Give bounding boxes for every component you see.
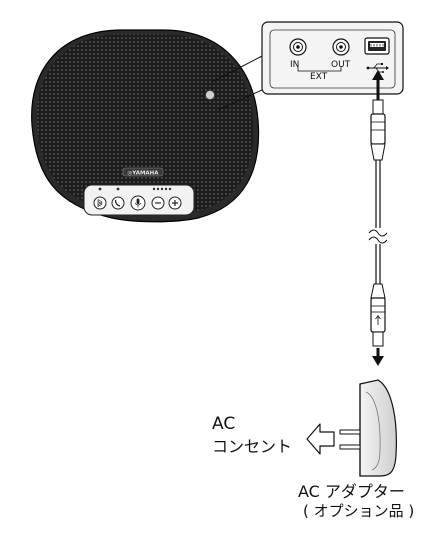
volume-led-5	[169, 188, 171, 190]
call-button[interactable]	[112, 197, 124, 209]
speakerphone: ◎YAMAHA	[32, 30, 259, 222]
adapter-prong-lower	[340, 445, 360, 449]
usb-plug-top	[373, 100, 383, 114]
ext-out-label: OUT	[331, 60, 350, 70]
insert-arrow-down	[372, 356, 384, 366]
volume-down-button[interactable]	[152, 197, 164, 209]
volume-led-2	[157, 188, 159, 190]
volume-led-4	[165, 188, 167, 190]
bluetooth-button[interactable]	[94, 197, 106, 209]
status-led-2	[117, 188, 120, 191]
ext-out-jack[interactable]	[333, 39, 349, 55]
rear-panel	[262, 22, 403, 94]
indicator-lamp	[206, 91, 215, 100]
usb-port[interactable]	[365, 38, 389, 54]
ext-in-label: IN	[290, 60, 299, 70]
ac-adapter	[340, 380, 396, 476]
ext-label: EXT	[310, 72, 327, 82]
status-led-1	[99, 188, 102, 191]
adapter-label-line2: ( オプション品 )	[303, 500, 414, 521]
volume-up-button[interactable]	[169, 197, 181, 209]
mute-button[interactable]	[131, 196, 145, 210]
usb-plug-bottom	[373, 332, 383, 346]
outlet-arrow-icon	[307, 424, 334, 454]
ac-outlet-label-line2: コンセント	[212, 433, 292, 457]
adapter-prong-upper	[340, 430, 360, 434]
cable-break	[369, 230, 387, 243]
usb-cable	[369, 70, 387, 366]
ac-outlet-label-line1: AC	[212, 414, 235, 434]
volume-led-1	[153, 188, 155, 190]
brand-logo: ◎YAMAHA	[127, 171, 159, 177]
adapter-label-line1: AC アダプター	[298, 478, 405, 502]
volume-led-3	[161, 188, 163, 190]
ext-in-jack[interactable]	[290, 39, 306, 55]
